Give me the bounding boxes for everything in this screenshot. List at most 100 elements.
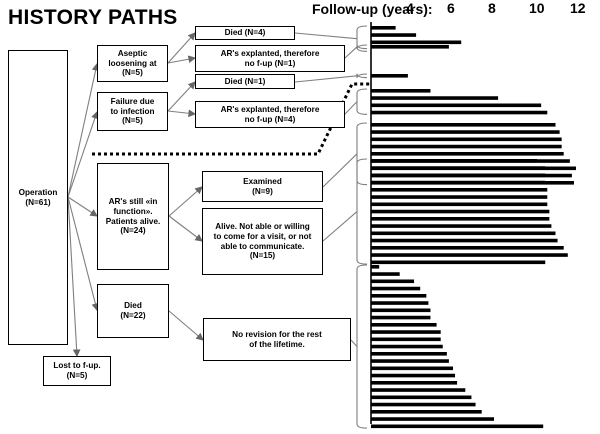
followup-bar [371, 152, 564, 156]
aseptic-died-box: Died (N=4) [195, 26, 295, 40]
followup-bar [371, 33, 417, 37]
followup-bar [371, 26, 396, 30]
followup-bar [371, 45, 449, 49]
followup-tick-label: 6 [447, 0, 455, 16]
aseptic-died-connector [294, 32, 358, 40]
followup-bar [371, 323, 437, 327]
aseptic-explanted-bracket [356, 44, 368, 50]
followup-bar [371, 402, 476, 407]
followup-bar [371, 381, 458, 385]
followup-bar [371, 265, 380, 269]
examined-box: Examined (N=9) [202, 171, 323, 202]
infection-box: Failure due to infection (N=5) [97, 92, 168, 131]
followup-bar [371, 74, 408, 78]
followup-bar [371, 388, 466, 392]
followup-bar [371, 195, 548, 199]
followup-bar [371, 96, 499, 100]
followup-tick-label: 10 [529, 0, 545, 16]
followup-bar [371, 359, 449, 363]
arrow-aseptic-died [167, 32, 196, 64]
examined-bracket [356, 122, 368, 186]
followup-bar [371, 144, 562, 149]
followup-bar [371, 253, 568, 257]
arrow-alive-examined [168, 186, 203, 217]
died-main-box: Died (N=22) [97, 284, 169, 338]
followup-bar [371, 352, 447, 356]
followup-bar [371, 180, 546, 185]
followup-bar [371, 294, 427, 298]
arrow-operation-lost [67, 196, 81, 358]
infection-explanted-connector [344, 101, 358, 115]
followup-bar [371, 279, 415, 284]
aseptic-explanted-connector [344, 46, 358, 59]
examined-connector [322, 153, 358, 188]
no-revision-bracket [356, 264, 368, 429]
arrow-infection-died [167, 81, 196, 112]
arrow-infection-explanted [167, 109, 197, 118]
infection-died-connector [294, 75, 358, 83]
arrow-operation-alive [67, 196, 98, 217]
followup-bar [371, 110, 548, 115]
followup-bar [371, 224, 552, 228]
aseptic-box: Aseptic loosening at (N=5) [97, 45, 168, 82]
followup-tick-label: 8 [488, 0, 496, 16]
followup-bar [371, 173, 546, 178]
followup-bar [371, 301, 429, 305]
followup-bar [371, 424, 544, 429]
followup-bar [371, 337, 441, 342]
followup-bar [371, 238, 558, 243]
followup-bar [371, 188, 548, 192]
followup-bar [371, 217, 550, 221]
followup-bar [371, 373, 456, 378]
followup-bar [371, 40, 462, 45]
followup-bar [371, 308, 431, 313]
followup-bar [371, 344, 443, 349]
followup-bar [371, 417, 494, 421]
followup-bar [371, 410, 482, 414]
followup-bar [371, 202, 548, 207]
followup-bar [371, 209, 550, 214]
followup-bar [371, 103, 542, 108]
followup-bar [371, 395, 472, 400]
not-able-bracket [356, 158, 368, 265]
not-able-connector [322, 211, 358, 242]
arrow-operation-died [67, 196, 100, 312]
followup-bar [371, 137, 562, 142]
followup-bar [371, 315, 431, 320]
infection-died-box: Died (N=1) [195, 74, 295, 89]
followup-tick-label: 12 [570, 0, 586, 16]
followup-bar [371, 272, 400, 276]
infection-explanted-box: AR's explanted, therefore no f-up (N=4) [195, 101, 345, 128]
operation-box: Operation (N=61) [8, 50, 68, 345]
arrow-died-no-revision [168, 310, 204, 341]
followup-bar [371, 130, 560, 134]
arrow-operation-aseptic [67, 62, 100, 198]
followup-bar [371, 123, 556, 127]
followup-bar [371, 260, 546, 265]
followup-bar [371, 286, 421, 291]
alive-box: AR's still «in function». Patients alive… [97, 163, 169, 270]
arrow-aseptic-explanted [167, 55, 197, 64]
infection-died-bracket [356, 73, 368, 79]
followup-bar [371, 330, 441, 334]
followup-bar [371, 231, 556, 236]
lost-box: Lost to f-up. (N=5) [43, 356, 111, 386]
no-revision-connector [350, 339, 358, 347]
aseptic-died-bracket [356, 25, 368, 52]
followup-bar [371, 159, 538, 163]
followup-bar [371, 366, 453, 371]
no-revision-box: No revision for the rest of the lifetime… [203, 318, 351, 361]
aseptic-explanted-box: AR's explanted, therefore no f-up (N=1) [195, 45, 345, 72]
followup-axis-label: Follow-up (years): [312, 1, 433, 17]
arrow-operation-infection [67, 110, 99, 198]
followup-bar [371, 246, 564, 250]
not-able-box: Alive. Not able or willing to come for a… [202, 208, 323, 275]
arrow-alive-not-able [168, 215, 203, 242]
page-title: HISTORY PATHS [8, 6, 178, 29]
infection-explanted-bracket [356, 88, 368, 115]
followup-bar [371, 166, 546, 170]
followup-tick-label: 4 [406, 0, 414, 16]
followup-bar [371, 89, 431, 93]
